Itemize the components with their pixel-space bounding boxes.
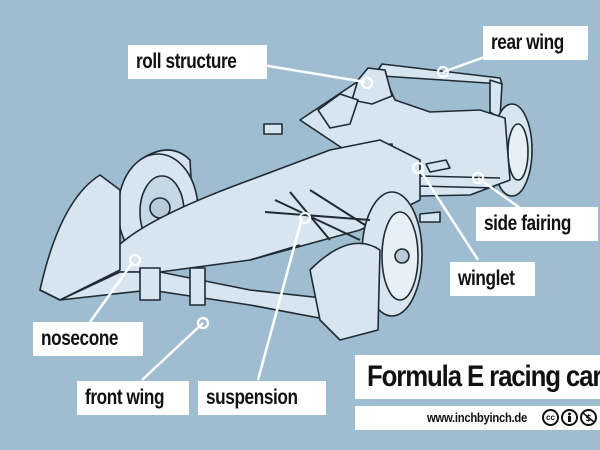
winglet-shape <box>425 159 451 173</box>
label-rear-wing: rear wing <box>483 26 588 60</box>
leader-nosecone <box>88 261 135 323</box>
cc-icon: cc <box>542 409 559 426</box>
label-side-fairing: side fairing <box>476 207 599 241</box>
label-text: suspension <box>206 386 298 409</box>
marker-suspension <box>298 211 312 225</box>
leader-roll-structure <box>249 61 366 84</box>
attribution-icon <box>561 409 578 426</box>
marker-roll-structure <box>360 76 374 90</box>
credit-box: www.inchbyinch.de cc $ <box>355 406 600 430</box>
label-text: side fairing <box>484 212 571 235</box>
label-roll-structure: roll structure <box>128 45 267 79</box>
leader-side-fairing <box>477 176 521 210</box>
label-nosecone: nosecone <box>33 322 144 356</box>
noncommercial-icon: $ <box>580 409 597 426</box>
marker-rear-wing <box>436 65 450 79</box>
label-text: winglet <box>458 267 515 290</box>
label-text: roll structure <box>136 50 237 73</box>
leader-suspension <box>256 217 304 381</box>
website-link[interactable]: www.inchbyinch.de <box>427 411 528 425</box>
svg-text:$: $ <box>585 414 591 424</box>
leader-rear-wing <box>442 53 491 74</box>
license-icons: cc $ <box>542 409 597 426</box>
nosecone-shape <box>111 139 421 273</box>
marker-nosecone <box>128 253 142 267</box>
suspension-rods <box>264 211 371 221</box>
label-text: rear wing <box>491 31 564 54</box>
leader-winglet <box>418 169 480 261</box>
label-text: front wing <box>85 386 165 409</box>
diagram-title: Formula E racing car <box>367 360 600 393</box>
marker-front-wing <box>196 316 210 330</box>
label-winglet: winglet <box>450 262 535 296</box>
marker-winglet <box>411 161 425 175</box>
leader-front-wing <box>141 322 204 381</box>
label-front-wing: front wing <box>77 381 190 415</box>
label-text: nosecone <box>41 327 119 350</box>
marker-side-fairing <box>471 171 485 185</box>
title-box: Formula E racing car <box>355 355 600 399</box>
label-suspension: suspension <box>198 381 326 415</box>
